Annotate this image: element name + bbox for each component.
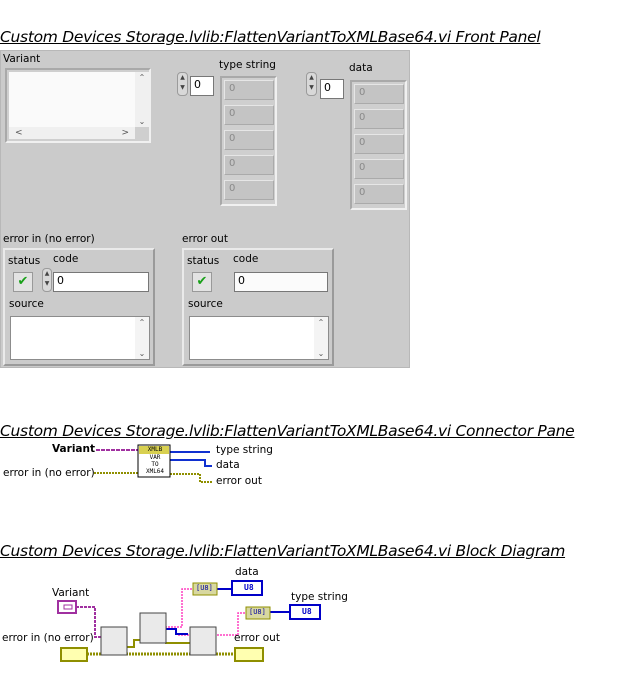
- cp-input-error-in: error in (no error): [3, 467, 95, 479]
- cp-vi-icon-line: XMLB: [147, 446, 163, 453]
- bd-data-label: data: [235, 566, 259, 578]
- error-in-source-scroll[interactable]: ⌃ ⌄: [135, 317, 149, 359]
- data-element: 0: [354, 109, 404, 129]
- error-in-code-label: code: [53, 253, 79, 265]
- type-string-array: 0 0 0 0 0: [220, 76, 277, 206]
- bd-data-terminal: [231, 580, 263, 596]
- bd-variant-terminal-glyph: [63, 604, 73, 610]
- cp-output-error-out: error out: [216, 475, 262, 487]
- scroll-up-icon[interactable]: ⌃: [138, 318, 146, 327]
- scroll-up-icon[interactable]: ⌃: [317, 318, 325, 327]
- block-diagram-wires: [57, 580, 321, 662]
- bd-subvi-2: [139, 612, 167, 644]
- data-element: 0: [354, 134, 404, 154]
- variant-display: [9, 72, 135, 127]
- connector-pane-heading: Custom Devices Storage.lvlib:FlattenVari…: [0, 422, 575, 440]
- bd-error-in-label: error in (no error): [2, 632, 94, 644]
- variant-label: Variant: [3, 53, 41, 65]
- block-diagram-heading: Custom Devices Storage.lvlib:FlattenVari…: [0, 542, 566, 560]
- bd-array-tag: [U8]: [249, 608, 266, 616]
- bd-array-constant: [245, 606, 271, 620]
- error-in-code-field[interactable]: 0: [53, 272, 149, 292]
- bd-variant-terminal: [57, 600, 77, 614]
- error-out-source-field: ⌃ ⌄: [189, 316, 329, 360]
- type-string-index[interactable]: 0: [190, 76, 214, 96]
- front-panel-heading: Custom Devices Storage.lvlib:FlattenVari…: [0, 28, 541, 46]
- bd-error-out-label: error out: [234, 632, 280, 644]
- bd-pink-wire: [165, 588, 193, 628]
- error-in-status-label: status: [8, 255, 41, 267]
- data-element: 0: [354, 84, 404, 104]
- cp-vi-icon-line: TO: [151, 461, 159, 468]
- block-diagram: Variant error in (no error) data type st…: [0, 565, 623, 687]
- type-string-element: 0: [224, 180, 274, 200]
- variant-hscroll[interactable]: < >: [9, 127, 135, 139]
- cp-output-data: data: [216, 459, 240, 471]
- type-string-element: 0: [224, 80, 274, 100]
- connector-pane: Variant error in (no error) type string …: [0, 440, 300, 496]
- error-in-label: error in (no error): [3, 233, 95, 245]
- error-out-code-field: 0: [234, 272, 328, 292]
- bd-data-type: U8: [244, 583, 254, 592]
- type-string-element: 0: [224, 155, 274, 175]
- bd-variant-label: Variant: [52, 587, 90, 599]
- checkmark-icon: ✔: [192, 272, 212, 292]
- error-in-source-field[interactable]: ⌃ ⌄: [10, 316, 150, 360]
- cp-vi-icon-banner: [139, 446, 169, 454]
- cp-error-out-wire: [170, 473, 212, 483]
- cp-data-wire: [170, 459, 212, 467]
- bd-error-wire: [126, 639, 141, 648]
- error-in-cluster: status code ✔ ▲▼ 0 source ⌃ ⌄: [3, 248, 155, 366]
- error-out-source-scroll[interactable]: ⌃ ⌄: [314, 317, 328, 359]
- cp-vi-icon-line: XML64: [145, 468, 165, 475]
- scroll-down-icon[interactable]: ⌄: [138, 349, 146, 358]
- front-panel: Variant ⌃ ⌄ < > ▲▼ 0 type string 0 0 0 0…: [0, 50, 410, 368]
- error-out-source-label: source: [188, 298, 223, 310]
- cp-input-variant: Variant: [52, 443, 95, 455]
- bd-array-tag: [U8]: [196, 584, 213, 592]
- bd-type-string-terminal: [289, 604, 321, 620]
- bd-array-constant: [192, 582, 218, 596]
- bd-variant-wire: [76, 606, 102, 638]
- increment-decrement-icon[interactable]: ▲▼: [306, 72, 317, 96]
- scroll-down-icon[interactable]: ⌄: [138, 117, 146, 126]
- variant-vscroll[interactable]: ⌃ ⌄: [135, 72, 149, 127]
- cp-output-type-string: type string: [216, 444, 273, 456]
- error-out-cluster: status code ✔ 0 source ⌃ ⌄: [182, 248, 334, 366]
- error-out-code-label: code: [233, 253, 259, 265]
- type-string-element: 0: [224, 105, 274, 125]
- checkmark-icon[interactable]: ✔: [13, 272, 33, 292]
- variant-control[interactable]: ⌃ ⌄ < >: [5, 68, 151, 143]
- error-in-source-label: source: [9, 298, 44, 310]
- increment-decrement-icon[interactable]: ▲▼: [177, 72, 188, 96]
- bd-subvi-1: [100, 626, 128, 656]
- data-label: data: [349, 62, 373, 74]
- bd-error-in-terminal: [60, 647, 88, 662]
- data-element: 0: [354, 159, 404, 179]
- scroll-right-icon[interactable]: >: [121, 128, 129, 138]
- scroll-left-icon[interactable]: <: [15, 128, 23, 138]
- data-element: 0: [354, 184, 404, 204]
- data-index[interactable]: 0: [320, 79, 344, 99]
- bd-type-string-label: type string: [291, 591, 348, 603]
- bd-u8-wire: [165, 628, 188, 635]
- error-out-label: error out: [182, 233, 228, 245]
- scroll-down-icon[interactable]: ⌄: [317, 349, 325, 358]
- type-string-element: 0: [224, 130, 274, 150]
- type-string-label: type string: [219, 59, 276, 71]
- bd-subvi-3: [189, 626, 217, 656]
- scroll-up-icon[interactable]: ⌃: [138, 73, 146, 82]
- increment-decrement-icon[interactable]: ▲▼: [42, 268, 52, 292]
- connector-wires: [94, 444, 212, 483]
- data-array: 0 0 0 0 0: [350, 80, 407, 210]
- error-out-status-label: status: [187, 255, 220, 267]
- bd-type-string-type: U8: [302, 607, 312, 616]
- cp-vi-icon-line: VAR: [149, 454, 161, 461]
- bd-error-out-terminal: [234, 647, 264, 662]
